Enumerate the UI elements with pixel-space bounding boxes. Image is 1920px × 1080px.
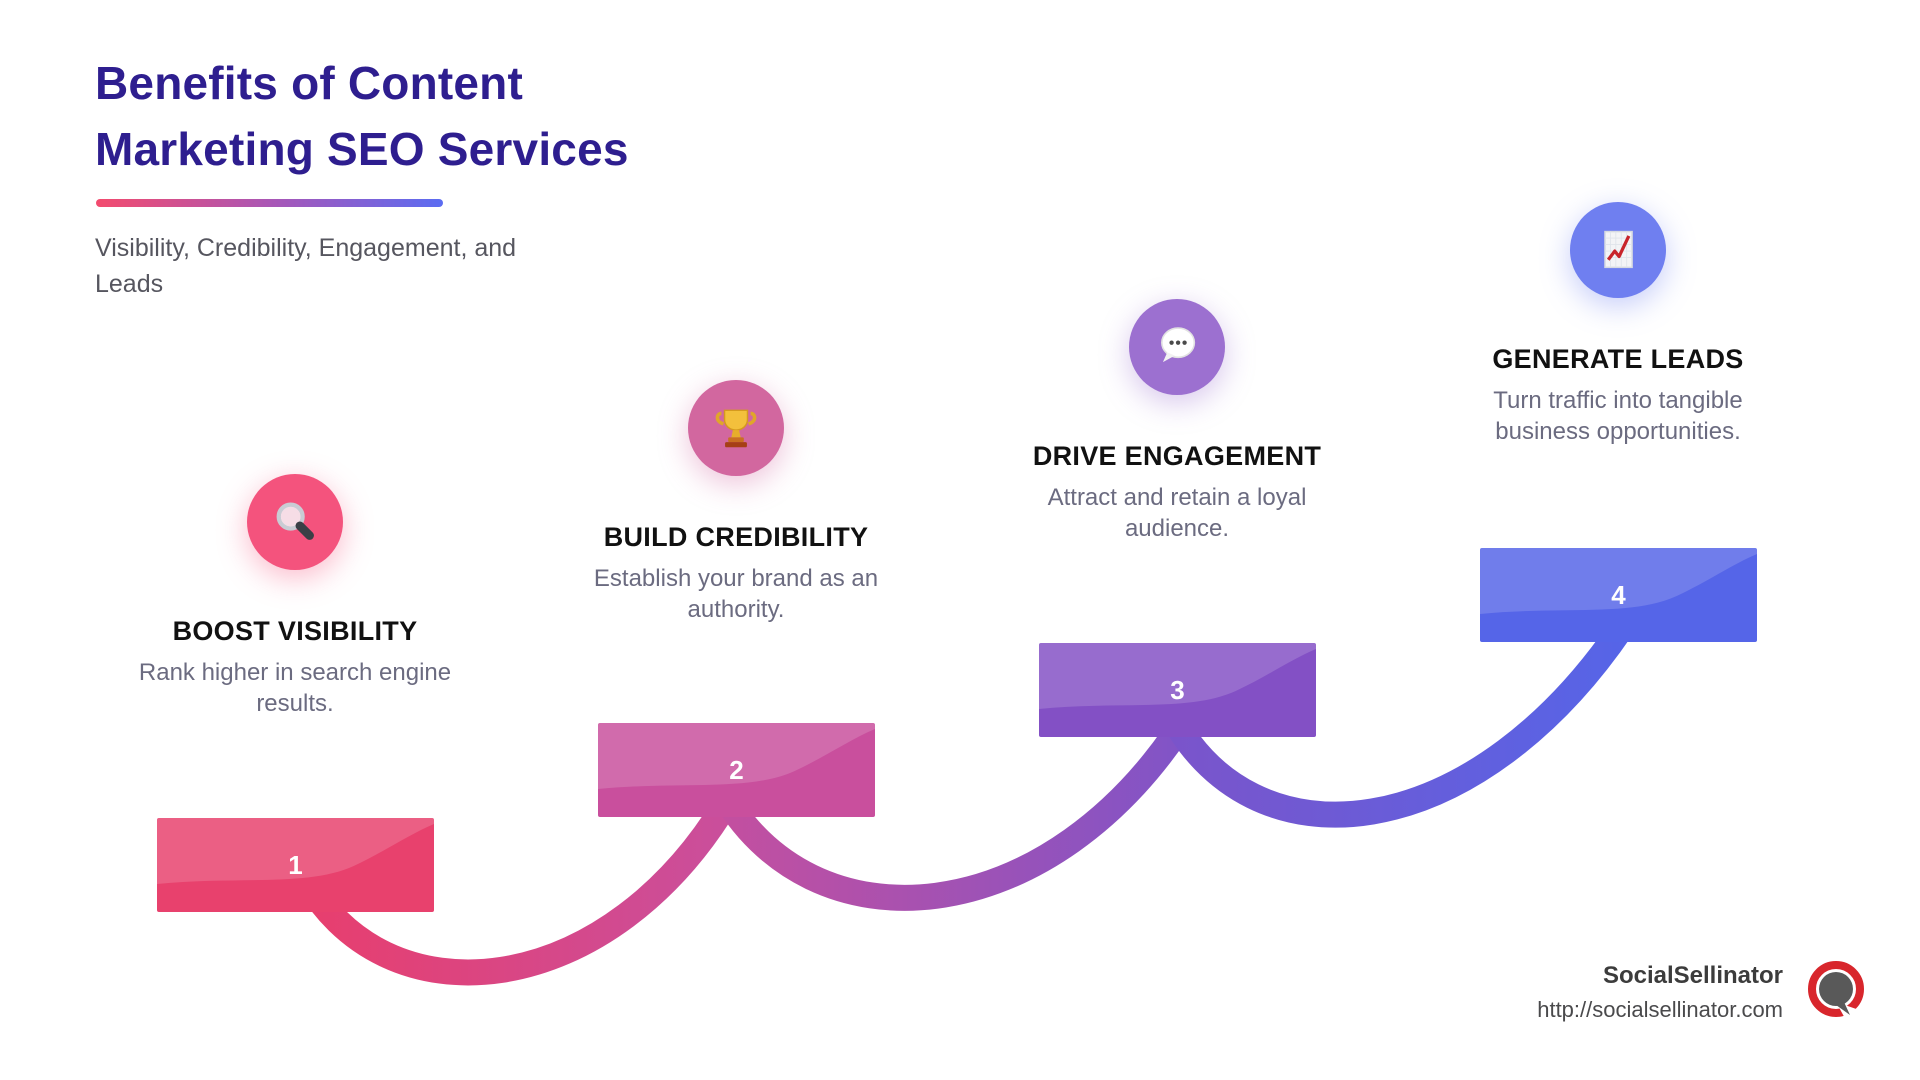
- page-subtitle-line2: Leads: [95, 270, 164, 298]
- step4-description: Turn traffic into tangible business oppo…: [1493, 387, 1743, 445]
- step1-bar-wave: [157, 818, 434, 884]
- page-subtitle-line1: Visibility, Credibility, Engagement, and: [95, 234, 517, 262]
- speech-bubble-icon: [1161, 327, 1196, 363]
- step2-icon-circle: [688, 380, 784, 476]
- step4-title: GENERATE LEADS: [1492, 344, 1744, 374]
- step2-bar: 2: [598, 723, 875, 817]
- page-title: Benefits of Content Marketing SEO Servic…: [95, 50, 629, 182]
- step3-bar: 3: [1039, 643, 1316, 737]
- magnifier-icon: [276, 502, 314, 540]
- step-boost-visibility: BOOST VISIBILITY Rank higher in search e…: [125, 474, 465, 719]
- step4-bar-wave: [1480, 548, 1757, 614]
- connector-2-3: [708, 701, 1204, 911]
- connector-3-4: [1156, 604, 1643, 828]
- footer: SocialSellinator http://socialsellinator…: [1537, 962, 1783, 1023]
- step1-title: BOOST VISIBILITY: [172, 616, 418, 646]
- chart-up-icon: [1604, 230, 1633, 269]
- step4-bar: 4: [1480, 548, 1757, 642]
- step-generate-leads: GENERATE LEADS Turn traffic into tangibl…: [1448, 202, 1788, 447]
- step2-bar-wave: [598, 723, 875, 789]
- page-subtitle: Visibility, Credibility, Engagement, and…: [95, 230, 516, 302]
- step1-icon-circle: [247, 474, 343, 570]
- step2-description: Establish your brand as an authority.: [593, 565, 879, 623]
- footer-brand: SocialSellinator: [1602, 962, 1783, 989]
- step3-bar-wave: [1039, 643, 1316, 709]
- connector-1-2: [290, 781, 747, 986]
- page-title-line1: Benefits of Content: [95, 57, 523, 109]
- step2-title: BUILD CREDIBILITY: [603, 522, 869, 552]
- title-underline: [96, 199, 443, 207]
- page-title-line2: Marketing SEO Services: [95, 123, 629, 175]
- footer-url: http://socialsellinator.com: [1537, 997, 1783, 1022]
- step1-bar: 1: [157, 818, 434, 912]
- trophy-icon: [715, 409, 757, 448]
- socialsellinator-logo-icon: [1808, 961, 1865, 1022]
- step4-number: 4: [1611, 579, 1626, 610]
- step1-description: Rank higher in search engine results.: [138, 659, 452, 717]
- step3-icon-circle: [1129, 299, 1225, 395]
- step-build-credibility: BUILD CREDIBILITY Establish your brand a…: [566, 380, 906, 625]
- step3-description: Attract and retain a loyal audience.: [1047, 484, 1307, 542]
- step2-number: 2: [729, 754, 744, 785]
- step3-title: DRIVE ENGAGEMENT: [1032, 441, 1322, 471]
- step-drive-engagement: DRIVE ENGAGEMENT Attract and retain a lo…: [1007, 299, 1347, 544]
- step3-number: 3: [1170, 674, 1185, 705]
- step1-number: 1: [288, 849, 303, 880]
- step4-icon-circle: [1570, 202, 1666, 298]
